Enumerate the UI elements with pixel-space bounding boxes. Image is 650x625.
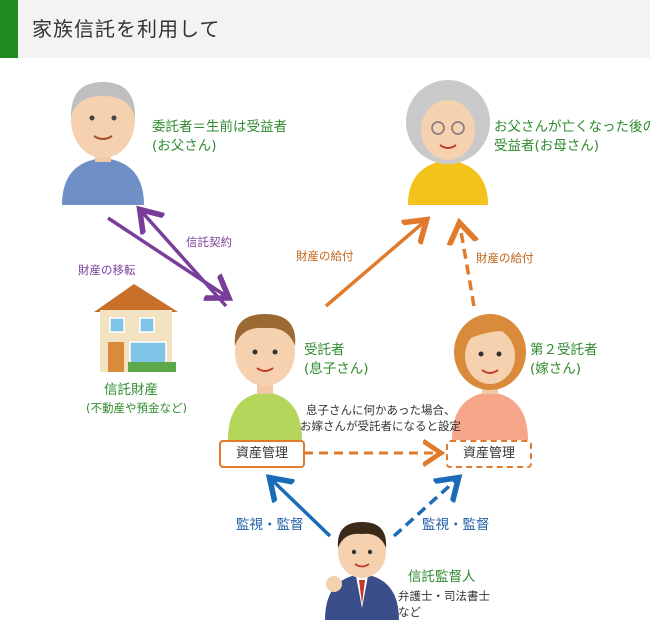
beneficiary-sublabel: 受益者(お母さん) (494, 138, 600, 154)
monitor-arrow-second-trustee (392, 480, 456, 538)
father-icon (62, 82, 144, 205)
daughter-in-law-icon (452, 314, 528, 440)
page-header: 家族信託を利用して (0, 0, 650, 58)
supervisor-sublabel: 弁護士・司法書士 (398, 589, 490, 603)
supervisor-icon (325, 522, 399, 620)
settlor-sublabel: (お父さん) (152, 138, 217, 154)
supervisor-label: 信託監督人 (408, 569, 476, 585)
trust-contract-label: 信託契約 (186, 235, 232, 249)
trust-contract-arrow (142, 212, 228, 308)
trustee-sublabel: (息子さん) (304, 361, 369, 377)
beneficiary-label: お父さんが亡くなった後の (494, 119, 650, 135)
monitor-arrow-trustee (272, 480, 332, 538)
second-trustee-label: 第２受託者 (530, 342, 598, 358)
son-icon (228, 314, 302, 440)
second-trustee-sublabel: (嫁さん) (530, 361, 582, 377)
property-transfer-label: 財産の移転 (78, 263, 136, 277)
trust-property-sublabel: (不動産や預金など) (86, 401, 187, 415)
trust-property-label: 信託財産 (104, 382, 158, 398)
house-icon (94, 284, 178, 372)
monitor-label-right: 監視・監督 (422, 517, 490, 533)
payout-arrow-daughter (460, 226, 474, 307)
supervisor-sublabel-etc: など (398, 605, 421, 619)
header-accent-bar (0, 0, 18, 58)
monitor-label-left: 監視・監督 (236, 517, 304, 533)
succession-note-line1: 息子さんに何かあった場合、 (306, 403, 456, 417)
second-trustee-asset-management-box: 資産管理 (446, 440, 532, 468)
mother-icon (406, 80, 490, 205)
payout-label-left: 財産の給付 (296, 249, 354, 263)
page-title: 家族信託を利用して (32, 17, 221, 41)
trustee-label: 受託者 (304, 342, 345, 358)
payout-label-right: 財産の給付 (476, 251, 534, 265)
payout-arrow-son (324, 222, 424, 308)
succession-note-line2: お嫁さんが受託者になると設定 (300, 419, 461, 433)
settlor-label: 委託者＝生前は受益者 (152, 119, 287, 135)
trustee-asset-management-box: 資産管理 (219, 440, 305, 468)
